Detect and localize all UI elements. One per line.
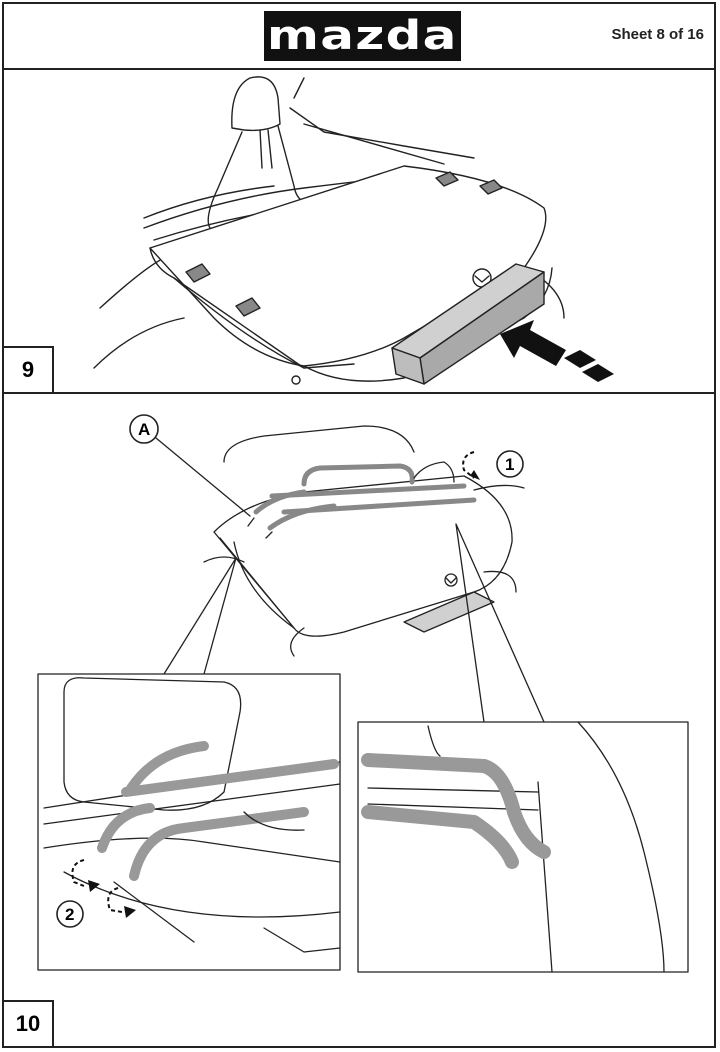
insert-arrow-icon [500, 320, 614, 382]
sheet-number: Sheet 8 of 16 [611, 26, 704, 43]
step-9-number: 9 [4, 346, 54, 392]
step-9-panel: 9 [4, 68, 714, 394]
step-10-number: 10 [4, 1000, 54, 1046]
motion-arrow-1-icon [462, 451, 475, 479]
mazda-logo: mazda [264, 11, 461, 61]
callout-1: 1 [505, 455, 514, 474]
foam-block [391, 263, 545, 385]
step-9-illustration [93, 76, 614, 385]
detail-inset-left [37, 673, 341, 971]
sheet-header: mazda Sheet 8 of 16 [4, 4, 714, 70]
callout-a: A [138, 420, 150, 439]
step-10-illustration: A 1 2 [37, 414, 689, 973]
motion-arrow-2-icon [71, 859, 123, 913]
luggage-rack [253, 463, 477, 531]
logo-text: mazda [267, 13, 458, 59]
step-10-panel: A 1 2 10 [4, 392, 714, 1046]
callout-2: 2 [65, 905, 74, 924]
headrest [231, 76, 281, 132]
